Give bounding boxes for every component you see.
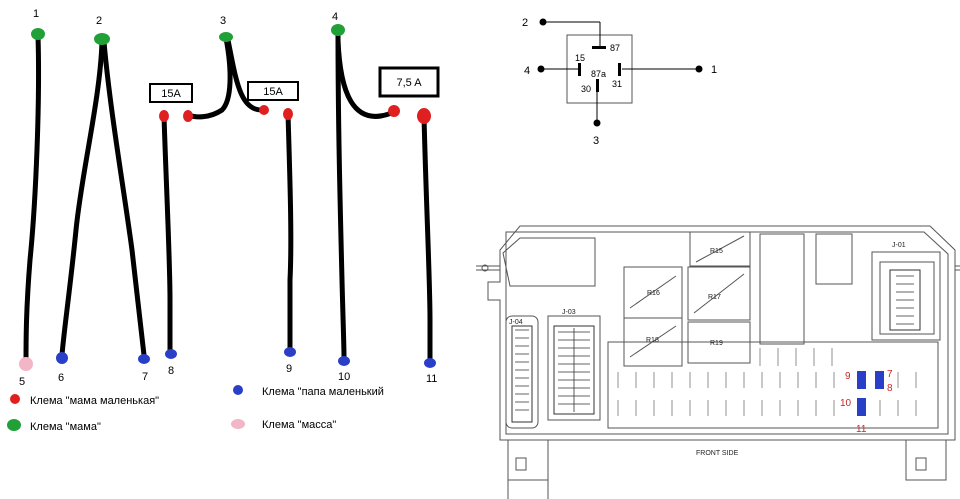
red-terminal: [259, 105, 269, 115]
fuse-slots: [617, 348, 917, 416]
fuse-label: 15A: [263, 86, 283, 98]
wire-number: 3: [220, 15, 226, 27]
marker-number: 11: [856, 424, 867, 435]
relay-label: R16: [647, 290, 660, 297]
green-terminal: [94, 33, 110, 45]
small-fuse-area: [607, 341, 939, 429]
wires: [23, 29, 433, 365]
green-terminal: [219, 32, 233, 42]
blue-fuses: [857, 371, 884, 416]
wire-number: 11: [426, 373, 437, 385]
wire-2-6: [59, 39, 105, 358]
wire-number: 4: [332, 11, 338, 23]
connector-J-04: [505, 315, 539, 429]
marker-number: 10: [840, 398, 852, 409]
wire-15a-8: [161, 113, 173, 355]
fuse-box: [247, 81, 299, 101]
relay-R15: [689, 231, 751, 267]
legend-swatch-pink: [231, 419, 245, 429]
pink-terminal: [19, 357, 33, 371]
red-terminal: [183, 110, 193, 122]
legend-swatch-green: [7, 419, 21, 431]
wire-4-10: [335, 29, 347, 361]
wire-number: 7: [142, 371, 148, 383]
legend: Клема "мама маленькая" Клема "мама" Клем…: [7, 385, 384, 433]
wire-3-left: [185, 35, 233, 120]
connector-label: J-01: [892, 242, 906, 249]
connector-J-03: [547, 315, 601, 421]
blue-terminal: [165, 349, 177, 359]
wire-1-5: [23, 33, 42, 365]
wire-number: 9: [286, 363, 292, 375]
legend-label: Клема "мама маленькая": [30, 395, 159, 407]
relay-label: R15: [710, 248, 723, 255]
fuses: 15A 15A 7,5 A: [149, 66, 440, 103]
wire-number: 2: [96, 15, 102, 27]
connector-label: J-04: [509, 319, 523, 326]
blue-fuse: [857, 398, 866, 416]
wire-number: 6: [58, 372, 64, 384]
marker-number: 7: [887, 369, 893, 380]
relay-R19: [687, 321, 751, 364]
relay-label: R17: [708, 294, 721, 301]
wire-2-7: [101, 39, 147, 358]
terminals: [19, 24, 436, 371]
fuse-label: 15A: [161, 88, 181, 100]
relay-R18: [623, 317, 683, 367]
relay-pin-label: 87a: [591, 69, 606, 79]
relay-pin-label: 15: [575, 53, 585, 63]
wire-3-right: [225, 37, 267, 113]
wire-15a-9: [285, 111, 294, 353]
legend-label: Клема "мама": [30, 421, 101, 433]
relay-diagram: 2 4 1 3 87 15 87a 31 30: [522, 17, 717, 147]
relay-pin-label: 30: [581, 84, 591, 94]
green-terminal: [331, 24, 345, 36]
legend-swatch-red: [10, 394, 20, 404]
wire-75a-11: [421, 113, 433, 363]
wire-numbers: 1 2 3 4 5 6 7 8 9 10 11: [19, 8, 437, 388]
blue-terminal: [424, 358, 436, 368]
legend-label: Клема "масса": [262, 419, 336, 431]
marker-number: 8: [887, 383, 893, 394]
fusebox-drawing: [476, 225, 960, 499]
green-terminal: [31, 28, 45, 40]
relay-pin-number: 1: [711, 64, 717, 76]
legend-swatch-blue: [233, 385, 243, 395]
blue-terminal: [56, 352, 68, 364]
blue-fuse: [857, 371, 866, 389]
fuse-label: 7,5 A: [396, 77, 422, 89]
relay-pin-number: 3: [593, 135, 599, 147]
fusebox-outline: [487, 225, 956, 441]
blue-terminal: [284, 347, 296, 357]
wire-number: 8: [168, 365, 174, 377]
relay-label: R18: [646, 337, 659, 344]
legend-label: Клема "папа маленький: [262, 386, 384, 398]
front-side-label: FRONT SIDE: [696, 450, 739, 457]
connector-J-01: [871, 251, 941, 341]
relay-pin-label: 31: [612, 79, 622, 89]
blue-terminal: [338, 356, 350, 366]
red-terminal: [283, 108, 293, 120]
connector-label: J-03: [562, 309, 576, 316]
fuse-box: [378, 66, 440, 98]
wire-4-75a: [335, 37, 397, 119]
wire-number: 5: [19, 376, 25, 388]
red-terminal: [159, 110, 169, 122]
marker-number: 9: [845, 371, 851, 382]
relay-pin-number: 2: [522, 17, 528, 29]
relay-R17: [687, 266, 751, 321]
blue-terminal: [138, 354, 150, 364]
connector-pins: [515, 275, 914, 412]
red-terminal: [388, 105, 400, 117]
relay-pin-label: 87: [610, 43, 620, 53]
red-terminal: [417, 108, 431, 124]
wire-number: 10: [338, 371, 350, 383]
blue-fuse: [875, 371, 884, 389]
wire-number: 1: [33, 8, 39, 20]
relay-label: R19: [710, 340, 723, 347]
fuse-box: [149, 83, 193, 103]
relay-pin-number: 4: [524, 65, 530, 77]
